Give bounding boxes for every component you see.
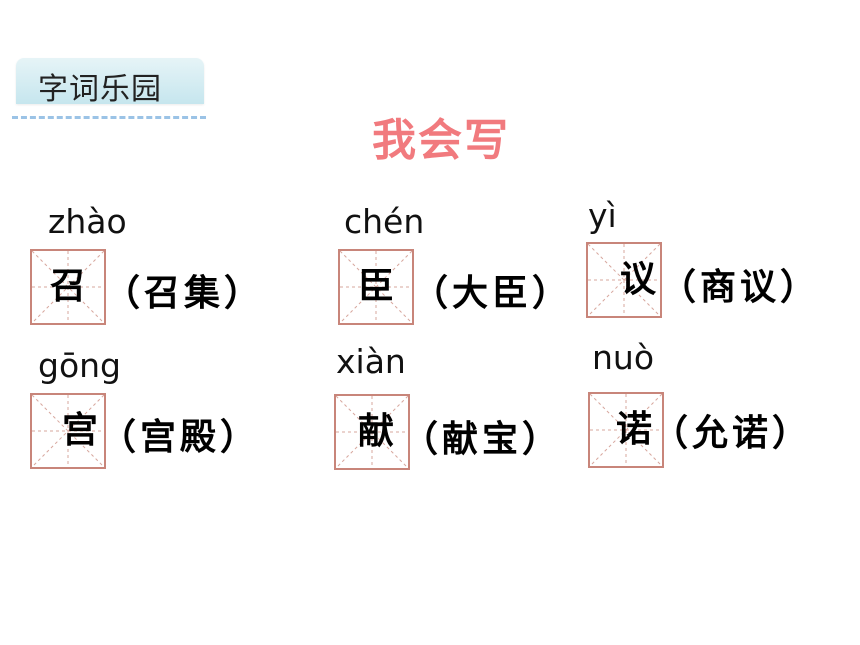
grid-guides <box>588 244 660 316</box>
practice-character: 诺 <box>615 409 652 450</box>
pinyin-label: gōng <box>38 346 121 385</box>
section-tag-label: 字词乐园 <box>38 72 162 107</box>
practice-character: 献 <box>357 411 394 452</box>
grid-cell: 宫 <box>30 393 106 469</box>
grid-guides <box>32 251 104 323</box>
practice-character: 议 <box>619 259 656 300</box>
example-word: （召集） <box>104 273 265 314</box>
grid-cell: 议 <box>586 242 662 318</box>
example-word: （允诺） <box>652 413 813 454</box>
grid-guides <box>336 396 408 468</box>
practice-character: 召 <box>49 266 86 307</box>
pinyin-label: nuò <box>592 338 655 377</box>
pinyin-label: zhào <box>48 202 127 241</box>
pinyin-label: xiàn <box>336 342 406 381</box>
example-word: （献宝） <box>402 419 563 460</box>
grid-cell: 臣 <box>338 249 414 325</box>
grid-cell: 诺 <box>588 392 664 468</box>
example-word: （宫殿） <box>100 417 261 458</box>
practice-character: 宫 <box>61 410 98 451</box>
grid-guides <box>32 395 104 467</box>
grid-guides <box>340 251 412 323</box>
pinyin-label: yì <box>588 196 617 235</box>
section-divider <box>12 116 206 119</box>
example-word: （商议） <box>660 267 821 308</box>
practice-character: 臣 <box>357 266 394 307</box>
pinyin-label: chén <box>344 202 425 241</box>
grid-guides <box>590 394 662 466</box>
page-title: 我会写 <box>372 115 510 166</box>
section-tag: 字词乐园 <box>16 58 204 107</box>
grid-cell: 召 <box>30 249 106 325</box>
grid-cell: 献 <box>334 394 410 470</box>
example-word: （大臣） <box>412 273 573 314</box>
